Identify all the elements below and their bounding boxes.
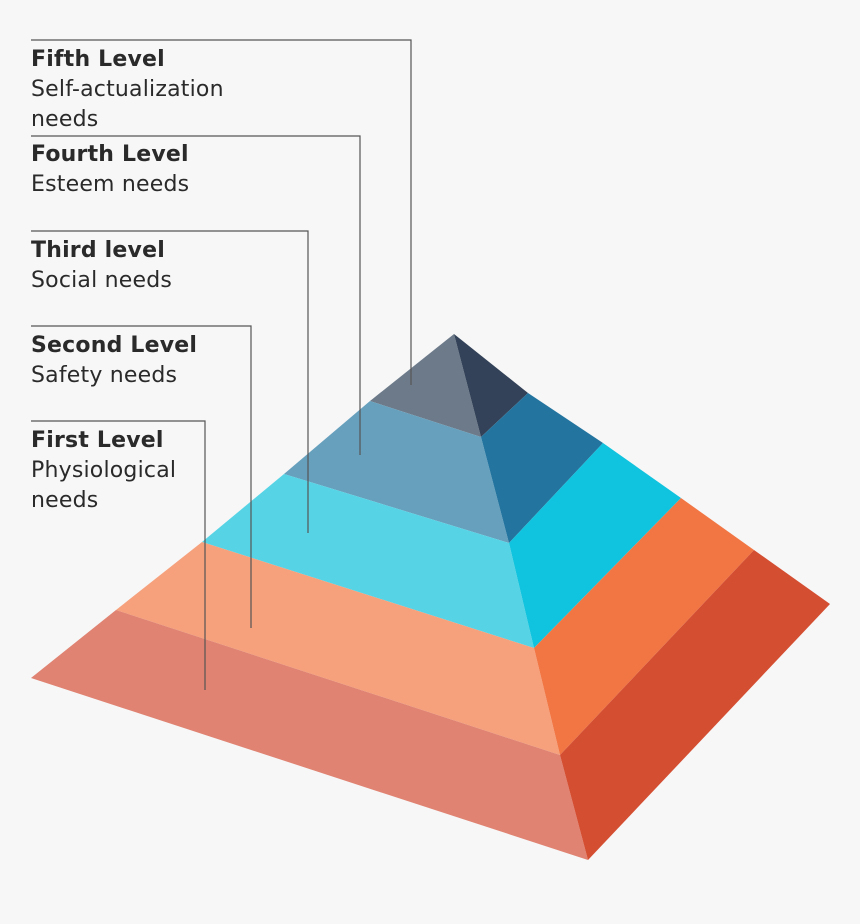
second-level-leader-line: [31, 325, 252, 628]
fourth-level-right-face: [481, 393, 603, 543]
fifth-level-leader-line: [31, 39, 412, 385]
third-level-left-face: [202, 474, 534, 648]
third-level-leader-line: [31, 230, 309, 533]
fifth-level-left-face: [370, 334, 481, 437]
fourth-level-title: Fourth Level: [31, 142, 189, 167]
fifth-level-title: Fifth Level: [31, 47, 165, 72]
third-level-title: Third level: [31, 238, 165, 263]
second-level-label: Second Level Safety needs: [31, 331, 271, 391]
fifth-level-right-face: [454, 334, 528, 437]
second-level-description: Safety needs: [31, 363, 178, 388]
first-level-description: Physiological needs: [31, 458, 177, 513]
first-level-right-face: [560, 550, 830, 860]
first-level-leader-line: [31, 420, 206, 690]
first-level-label: First Level Physiological needs: [31, 426, 271, 516]
third-level-right-face: [509, 443, 681, 648]
fourth-level-leader-line: [31, 135, 361, 455]
third-level-label: Third level Social needs: [31, 236, 271, 296]
first-level-left-face: [31, 610, 588, 860]
fifth-level-description: Self-actualization needs: [31, 77, 224, 132]
fifth-level-label: Fifth Level Self-actualization needs: [31, 45, 271, 135]
fourth-level-description: Esteem needs: [31, 172, 190, 197]
second-level-right-face: [534, 498, 754, 755]
third-level-description: Social needs: [31, 268, 173, 293]
fourth-level-label: Fourth Level Esteem needs: [31, 140, 271, 200]
second-level-title: Second Level: [31, 333, 198, 358]
second-level-left-face: [116, 542, 560, 755]
first-level-title: First Level: [31, 428, 164, 453]
fourth-level-left-face: [284, 401, 509, 543]
